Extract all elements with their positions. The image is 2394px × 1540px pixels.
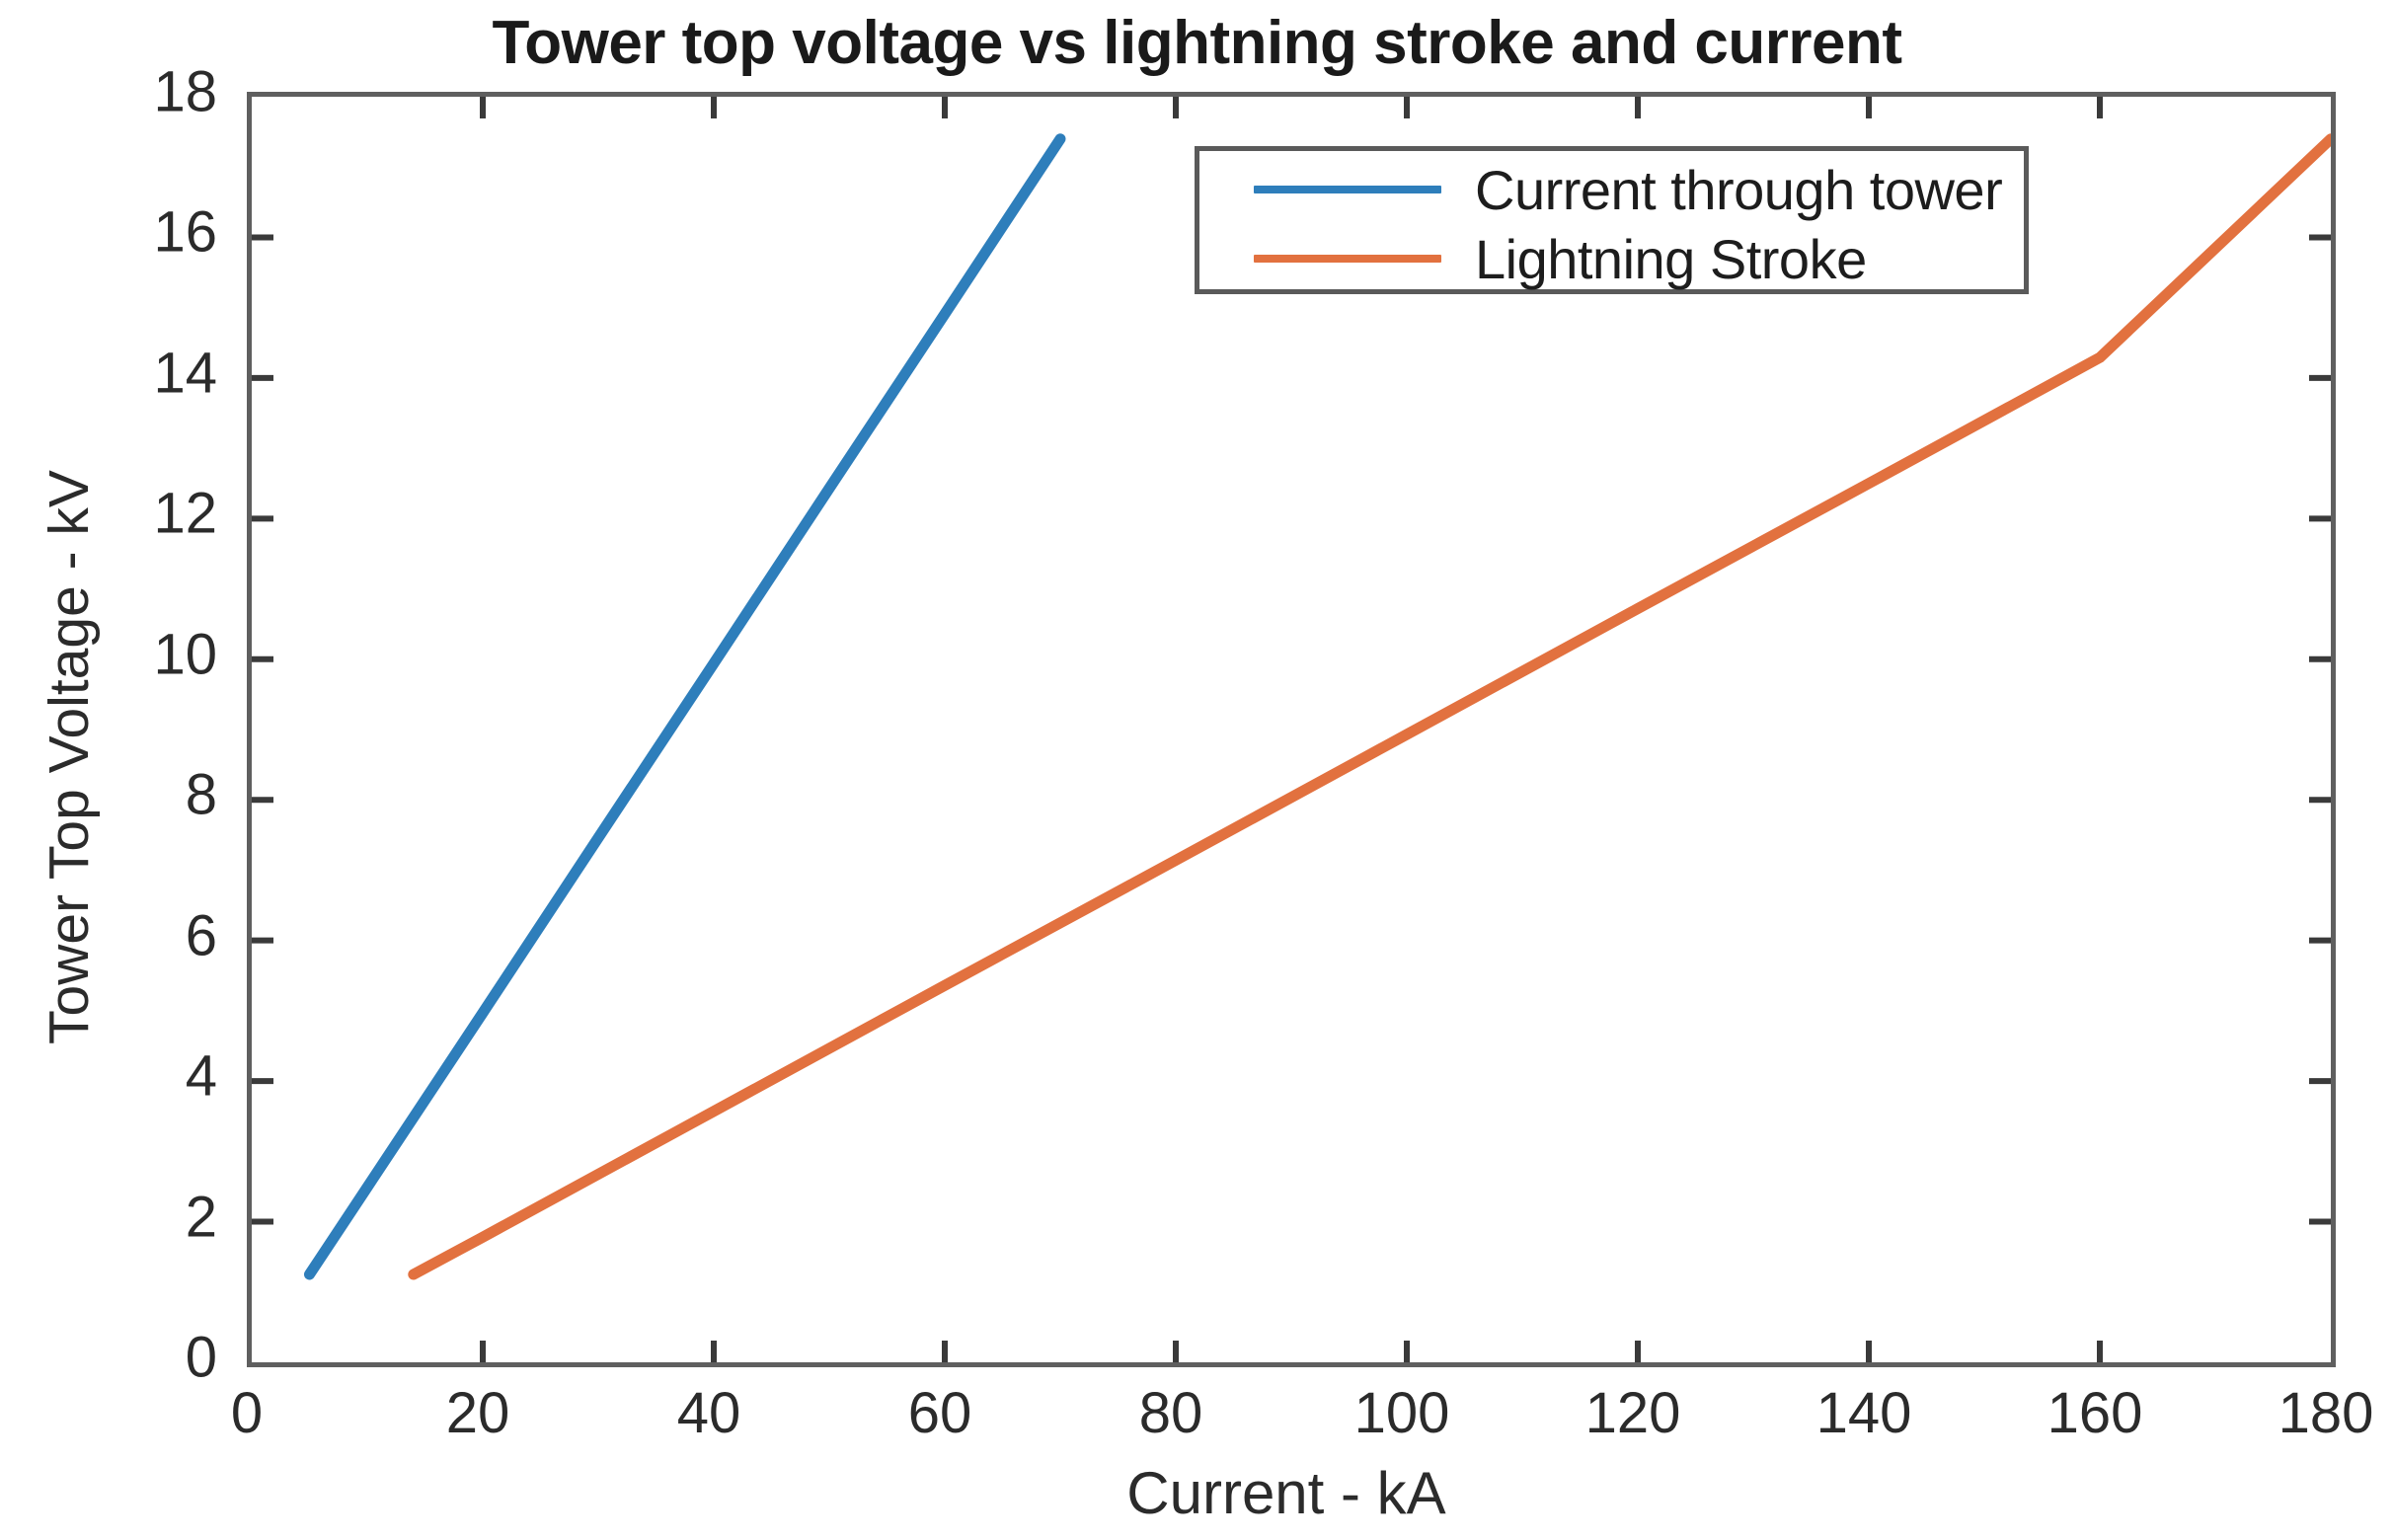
x-tick-label: 140 [1815, 1381, 1912, 1445]
legend-swatch-series-1 [1254, 255, 1441, 263]
legend-label-series-0: Current through tower [1475, 158, 2003, 221]
chart-title: Tower top voltage vs lightning stroke an… [492, 9, 1902, 77]
y-tick-label: 18 [153, 59, 217, 124]
x-axis-tick-labels: 0 20 40 60 80 100 120 140 160 180 [231, 1380, 2374, 1459]
x-tick-label: 20 [445, 1381, 510, 1445]
legend-item-current-through-tower[interactable]: Current through tower [1199, 158, 2024, 221]
x-tick-label: 40 [676, 1381, 741, 1445]
x-tick-label: 80 [1138, 1381, 1203, 1445]
y-axis-tick-labels: 0 2 4 6 8 10 12 14 16 18 [30, 60, 217, 1390]
x-axis-label: Current - kA [1126, 1460, 1446, 1526]
y-tick-label: 8 [185, 762, 217, 827]
y-tick-label: 10 [153, 622, 217, 687]
plot-lines [252, 97, 2331, 1362]
legend-swatch-series-0 [1254, 186, 1441, 193]
y-tick-label: 16 [153, 199, 217, 265]
x-tick-label: 120 [1584, 1381, 1681, 1445]
chart-legend[interactable]: Current through tower Lightning Stroke [1195, 146, 2029, 294]
y-tick-label: 12 [153, 481, 217, 546]
series-line-1 [408, 133, 2331, 1280]
x-tick-label: 100 [1353, 1381, 1450, 1445]
legend-label-series-1: Lightning Stroke [1475, 227, 1867, 290]
y-tick-label: 4 [185, 1043, 217, 1109]
x-tick-label: 180 [2278, 1381, 2374, 1445]
x-tick-label: 60 [907, 1381, 972, 1445]
series-line-0 [304, 133, 1066, 1280]
x-tick-label: 0 [230, 1381, 264, 1445]
y-tick-label: 0 [185, 1325, 217, 1390]
legend-item-lightning-stroke[interactable]: Lightning Stroke [1199, 227, 2024, 290]
x-tick-label: 160 [2046, 1381, 2143, 1445]
y-tick-label: 2 [185, 1185, 217, 1250]
plot-area [247, 92, 2336, 1367]
y-tick-label: 6 [185, 903, 217, 968]
y-tick-label: 14 [153, 341, 217, 406]
